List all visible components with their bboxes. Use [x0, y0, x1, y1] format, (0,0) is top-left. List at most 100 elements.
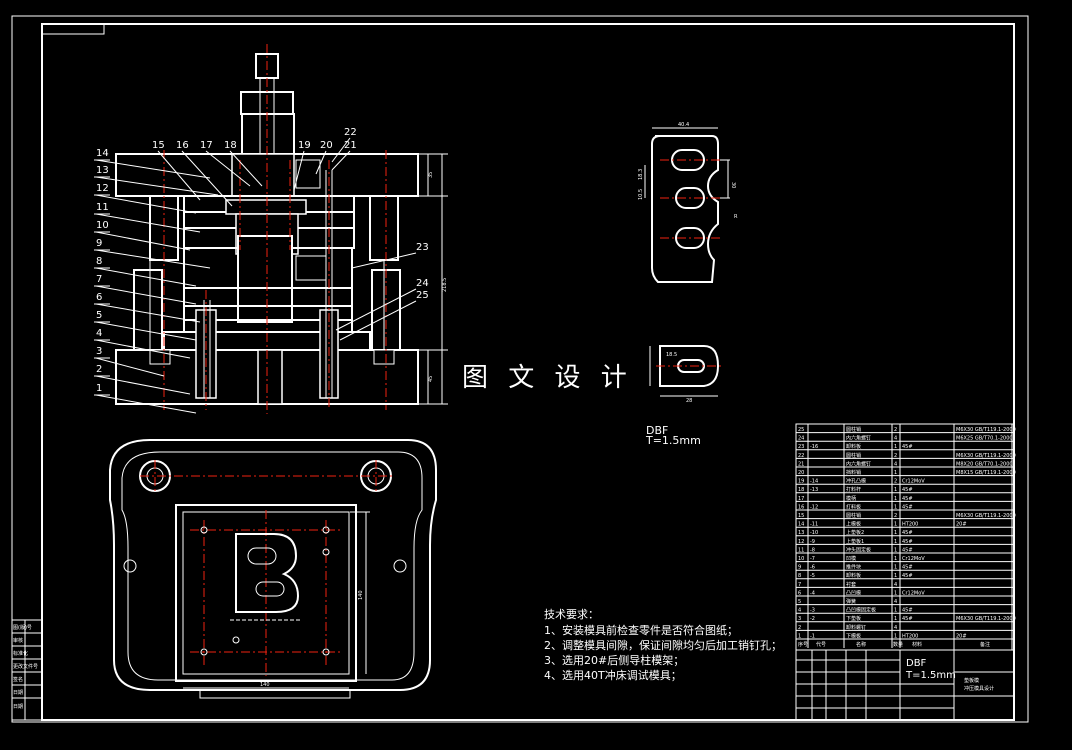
bom-cell-no: 9 — [798, 565, 801, 571]
bom-cell-mat: Cr12MoV — [902, 479, 925, 485]
bom-cell-name: 推件块 — [846, 564, 861, 571]
strip-text-2: 标准化 — [13, 650, 28, 657]
strip-text-1: 审核 — [13, 637, 23, 644]
part-label-20: 20 — [320, 140, 333, 151]
bom-cell-std: M6X30 GB/T119.1-2000 — [956, 513, 1016, 519]
bom-cell-count: 1 — [894, 590, 897, 596]
bom-cell-no: 3 — [798, 616, 801, 622]
bom-cell-qty: -7 — [810, 556, 815, 562]
blank-dim-c: 10.5 — [638, 189, 644, 200]
bom-cell-count: 1 — [894, 487, 897, 493]
bom-cell-no: 22 — [798, 453, 804, 459]
part-label-21: 21 — [344, 140, 357, 151]
bom-header-cell: 序号 — [798, 641, 808, 648]
part-label-11: 11 — [96, 202, 109, 213]
plan-view: 140 140 — [109, 439, 437, 699]
strip-text-6: 日期 — [13, 704, 23, 710]
bom-cell-no: 12 — [798, 539, 804, 545]
bom-cell-no: 11 — [798, 547, 804, 553]
watermark: 图 文 设 计 — [462, 363, 633, 393]
blank-dim-b: 18.3 — [638, 169, 644, 180]
bom-cell-name: 内六角螺钉 — [846, 435, 871, 442]
bom-cell-no: 1 — [798, 633, 801, 639]
bom-cell-mat: 45# — [902, 539, 913, 545]
bom-cell-count: 4 — [894, 625, 897, 631]
part-label-25: 25 — [416, 290, 429, 301]
outer-frame — [11, 15, 1029, 723]
bom-cell-name: 上模板 — [846, 521, 861, 528]
bom-cell-count: 1 — [894, 608, 897, 614]
bom-cell-name: 内六角螺钉 — [846, 460, 871, 467]
blank-dim-r: R — [734, 214, 738, 220]
bom-cell-std: 20# — [956, 633, 967, 639]
title-line-2: 冲压模具设计 — [964, 685, 994, 692]
part-label-7: 7 — [96, 274, 102, 285]
bom-cell-name: 衬套 — [846, 581, 856, 588]
bom-cell-std: M6X30 GB/T119.1-2000 — [956, 616, 1016, 622]
bom-cell-name: 上垫板2 — [846, 529, 864, 536]
bom-cell-name: 上垫板1 — [846, 538, 864, 545]
part-label-14: 14 — [96, 148, 109, 159]
bom-cell-count: 2 — [894, 513, 897, 519]
part-label-17: 17 — [200, 140, 213, 151]
bom-cell-name: 圆柱销 — [846, 512, 861, 519]
part-label-6: 6 — [96, 292, 102, 303]
bom-cell-std: M6X30 GB/T119.1-2000 — [956, 427, 1016, 433]
title-line-1: 垫板模 — [964, 677, 979, 684]
bom-cell-name: 弹簧 — [846, 598, 856, 605]
bom-cell-name: 下模板 — [846, 632, 861, 639]
bom-cell-count: 4 — [894, 461, 897, 467]
bom-cell-count: 4 — [894, 599, 897, 605]
bom-cell-count: 1 — [894, 556, 897, 562]
blank-view-small: 28 18.5 — [649, 345, 724, 404]
title-block: DBF T=1.5mm 垫板模 冲压模具设计 — [795, 649, 1015, 721]
bom-cell-no: 14 — [798, 522, 804, 528]
tech-item-1: 1、安装模具前检查零件是否符合图纸； — [544, 623, 738, 637]
part-label-19: 19 — [298, 140, 311, 151]
dim-plan-width: 140 — [260, 682, 270, 688]
bom-header-cell: 数量 — [893, 641, 903, 648]
bom-cell-name: 冲头固定板 — [846, 546, 871, 553]
bom-cell-qty: -4 — [810, 590, 815, 596]
bom-cell-count: 2 — [894, 453, 897, 459]
bom-cell-mat: 45# — [902, 444, 913, 450]
bom-cell-no: 20 — [798, 470, 804, 476]
bom-cell-name: 下垫板 — [846, 615, 861, 622]
bom-cell-mat: 45# — [902, 573, 913, 579]
bom-cell-name: 圆柱销 — [846, 426, 861, 433]
bom-cell-no: 8 — [798, 573, 801, 579]
bom-cell-mat: HT200 — [902, 522, 918, 528]
bom-cell-no: 4 — [798, 608, 801, 614]
bom-cell-name: 打料杆 — [846, 486, 861, 493]
bom-cell-qty: -13 — [810, 487, 818, 493]
bom-header-cell: 代号 — [816, 641, 826, 648]
corner-box — [41, 23, 105, 35]
bom-cell-count: 1 — [894, 522, 897, 528]
bom-cell-count: 4 — [894, 436, 897, 442]
bom-cell-count: 2 — [894, 427, 897, 433]
part-label-24: 24 — [416, 278, 429, 289]
strip-text-4: 签名 — [13, 676, 23, 683]
bom-cell-no: 7 — [798, 582, 801, 588]
bom-cell-count: 1 — [894, 633, 897, 639]
strip-text-0: 图(版)号 — [13, 624, 32, 631]
bom-cell-no: 5 — [798, 599, 801, 605]
tech-title: 技术要求： — [544, 608, 599, 621]
bom-cell-no: 23 — [798, 444, 804, 450]
bom-cell-name: 卸料板 — [846, 443, 861, 450]
bom-cell-mat: 45# — [902, 504, 913, 510]
bom-cell-count: 4 — [894, 582, 897, 588]
bom-cell-qty: -6 — [810, 565, 815, 571]
bom-cell-count: 1 — [894, 444, 897, 450]
strip-text-3: 更改文件号 — [13, 663, 38, 670]
title-part: DBF — [906, 658, 927, 669]
bom-cell-count: 1 — [894, 565, 897, 571]
bom-cell-no: 18 — [798, 487, 804, 493]
bom-cell-count: 2 — [894, 479, 897, 485]
bom-cell-mat: 45# — [902, 608, 913, 614]
bom-cell-name: 挡料销 — [846, 469, 861, 476]
bom-cell-count: 1 — [894, 504, 897, 510]
